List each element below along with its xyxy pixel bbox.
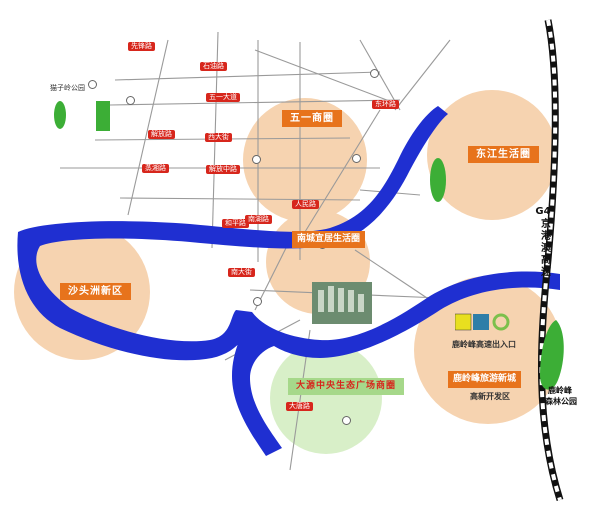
road-tag: 南湖路	[245, 215, 272, 224]
highway-name-char: 澳	[541, 243, 551, 254]
park-label-line: 鹿岭峰	[548, 386, 572, 395]
park-maoziling	[54, 101, 66, 129]
highway-name-char: 京	[541, 219, 551, 230]
zone-label-wuyi: 五一商圈	[282, 110, 342, 127]
highway-code: G4	[535, 206, 551, 217]
road-tag: 石油路	[200, 62, 227, 71]
road-tag: 解放路	[148, 130, 175, 139]
park-green-block	[96, 101, 110, 131]
zone-label-dongjiang: 东江生活圈	[468, 146, 539, 163]
small-park-label: 猫子岭公园	[50, 84, 85, 92]
poi-marker	[88, 80, 97, 89]
poi-marker	[126, 96, 135, 105]
road-tag: 大唐路	[286, 402, 313, 411]
road-tag: 解放中路	[206, 165, 240, 174]
project-towers	[318, 286, 364, 312]
poi-marker	[252, 155, 261, 164]
zone-circle-wuyi	[243, 98, 367, 222]
zone-label-lumingfeng-new: 鹿岭峰旅游新城	[448, 371, 522, 388]
poi-marker	[352, 154, 361, 163]
road-tag: 蒸湘路	[142, 164, 169, 173]
poi-marker	[370, 69, 379, 78]
highway-name-char: 高	[541, 255, 551, 266]
road-tag: 人民路	[292, 200, 319, 209]
road-tag: 五一大道	[206, 93, 240, 102]
highway-g4	[537, 19, 564, 502]
road-tag: 西大街	[205, 133, 232, 142]
park-dongjiang-island	[430, 158, 446, 202]
high-tech-zone-label: 高新开发区	[470, 392, 510, 401]
highway-name-char: 港	[541, 231, 551, 242]
highway-name-char: 速	[541, 267, 551, 278]
road-tag: 南大街	[228, 268, 255, 277]
zone-circle-dayuan	[270, 342, 382, 454]
poi-marker	[253, 297, 262, 306]
road-tag: 和平路	[222, 219, 249, 228]
highway-exit-icon	[455, 313, 510, 331]
highway-exit-label: 鹿岭峰高速出入口	[452, 340, 516, 349]
road-tag: 先锋路	[128, 42, 155, 51]
zone-label-nancheng: 南城宜居生活圈	[292, 231, 366, 248]
road-tag: 东环路	[372, 100, 399, 109]
park-lumingfeng	[540, 320, 564, 390]
park-label-line: 森林公园	[545, 397, 577, 406]
zone-label-shatou: 沙头洲新区	[60, 283, 131, 300]
zone-label-dayuan: 大源中央生态广场商圈	[288, 378, 405, 395]
poi-marker	[342, 416, 351, 425]
